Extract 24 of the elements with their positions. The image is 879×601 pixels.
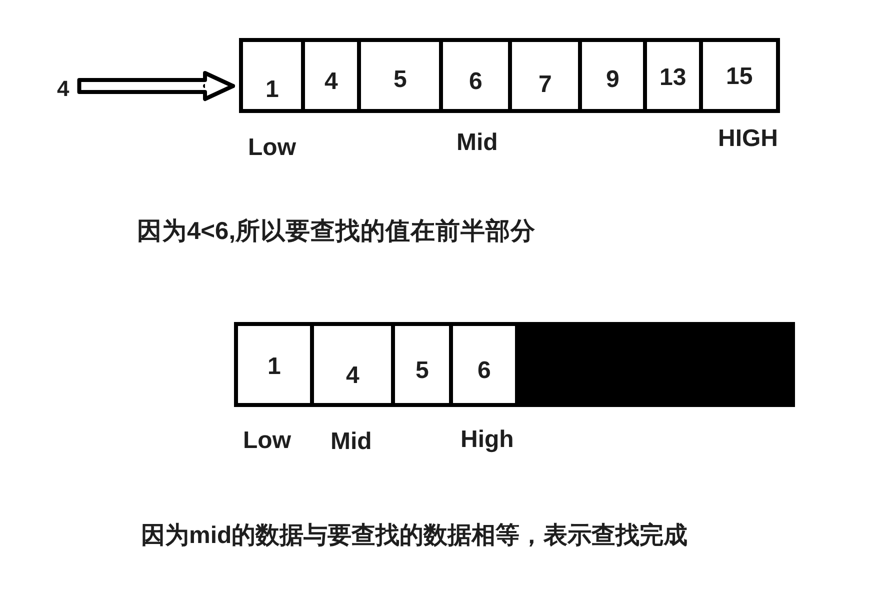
cell-value: 5 (394, 66, 407, 94)
pointer-label: HIGH (718, 125, 778, 153)
number-label: 4 (57, 76, 70, 101)
array-box (239, 38, 780, 113)
cell-value: 9 (606, 66, 620, 94)
pointer-label: Mid (456, 129, 498, 157)
pointer-label: High (460, 426, 514, 454)
note-text: 因为4<6,所以要查找的值在前半部分 (137, 218, 536, 246)
cell-value: 7 (538, 70, 552, 98)
cell-value: 15 (726, 62, 753, 90)
hollow-arrow (77, 71, 235, 101)
cell-value: 4 (324, 68, 338, 96)
cell-value: 6 (469, 68, 482, 96)
cell-value: 1 (268, 352, 281, 380)
cell-value: 6 (478, 356, 491, 384)
cell-value: 4 (346, 362, 360, 390)
pointer-label: Low (248, 134, 296, 162)
pointer-label: Low (243, 427, 291, 455)
cell-value: 13 (660, 64, 686, 92)
cell-value: 1 (266, 76, 279, 104)
pointer-label: Mid (330, 428, 372, 456)
note-text: 因为mid的数据与要查找的数据相等，表示查找完成 (141, 522, 688, 550)
cell-value: 5 (416, 356, 429, 384)
array-box (234, 322, 795, 407)
